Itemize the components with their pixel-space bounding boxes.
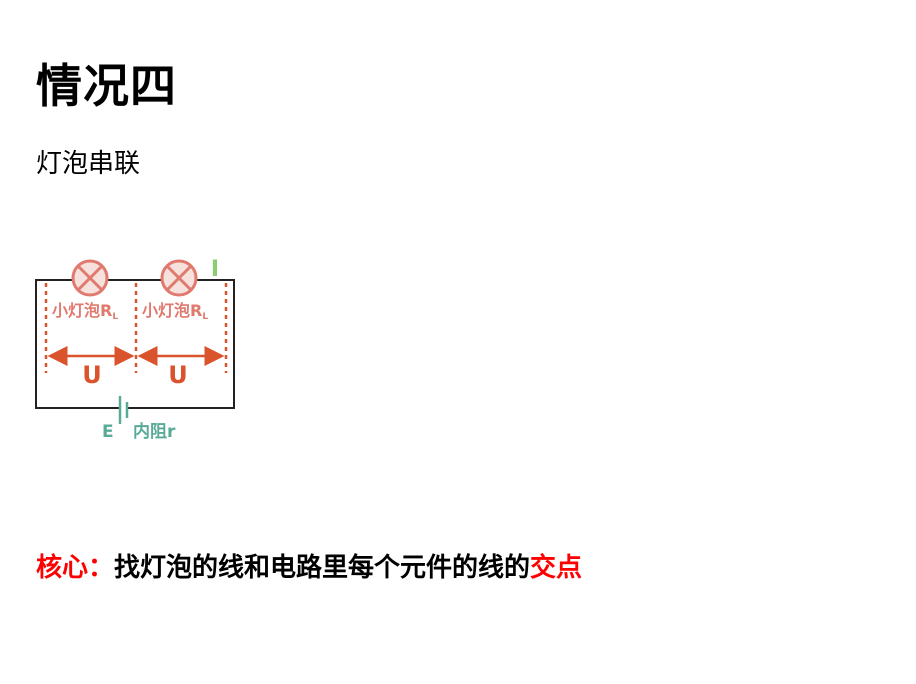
- battery-icon: [118, 396, 129, 424]
- emf-label: E: [102, 422, 114, 442]
- page-title: 情况四: [36, 59, 177, 113]
- current-label: I: [211, 257, 219, 282]
- internal-resistance-label: 内阻r: [133, 421, 176, 442]
- subtitle: 灯泡串联: [36, 149, 141, 179]
- bulb-label: 小灯泡RL: [52, 301, 118, 322]
- dotted-guide: [44, 283, 228, 373]
- bulb-icon: [160, 259, 198, 297]
- core-text: 找灯泡的线和电路里每个元件的线的: [114, 553, 531, 583]
- voltage-label: U: [168, 361, 188, 389]
- voltage-label: U: [82, 361, 102, 389]
- core-statement: 核心：找灯泡的线和电路里每个元件的线的交点: [36, 547, 582, 584]
- core-highlight: 交点: [530, 553, 583, 583]
- core-label: 核心：: [36, 553, 115, 583]
- circuit-wire: [35, 279, 235, 409]
- bulb-label: 小灯泡RL: [142, 301, 208, 322]
- bulb-icon: [71, 259, 109, 297]
